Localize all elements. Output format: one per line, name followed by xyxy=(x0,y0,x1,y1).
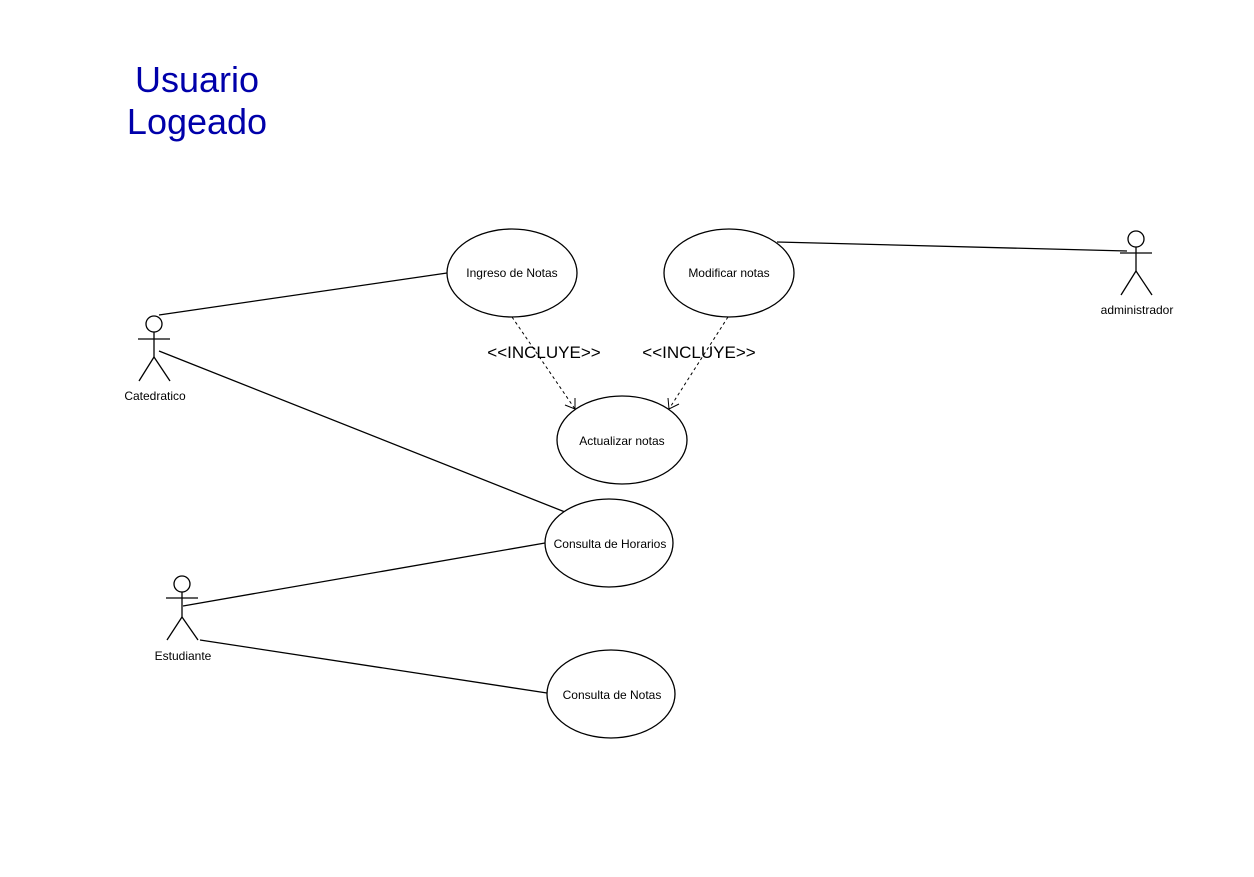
actor-catedratico[interactable]: Catedratico xyxy=(124,315,186,403)
actor-label-administrador: administrador xyxy=(1101,303,1174,317)
use-case-ingreso-notas[interactable]: Ingreso de Notas xyxy=(446,228,578,318)
include-dependency-ingreso-to-actualizar xyxy=(511,316,576,410)
use-case-ellipse xyxy=(446,228,578,318)
use-case-actualizar-notas[interactable]: Actualizar notas xyxy=(556,395,688,485)
stick-figure-icon xyxy=(1120,230,1153,296)
stick-figure-icon xyxy=(138,315,171,382)
association-administrador-modificar-notas xyxy=(776,241,1128,252)
association-estudiante-consulta-notas xyxy=(199,639,548,694)
use-case-label-consulta-notas: Consulta de Notas xyxy=(563,688,662,702)
include-label-right: <<INCLUYE>> xyxy=(642,343,755,362)
use-case-consulta-notas[interactable]: Consulta de Notas xyxy=(546,649,676,739)
association-catedratico-ingreso-notas xyxy=(158,272,448,316)
use-case-label-consulta-horarios: Consulta de Horarios xyxy=(554,537,667,551)
include-arrowhead-right xyxy=(667,397,680,410)
stick-figure-icon xyxy=(166,575,199,641)
actor-estudiante[interactable]: Estudiante xyxy=(155,575,212,663)
use-case-ellipse xyxy=(663,228,795,318)
association-estudiante-consulta-horarios xyxy=(182,542,546,607)
use-case-ellipse xyxy=(556,395,688,485)
use-case-label-modificar-notas: Modificar notas xyxy=(688,266,769,280)
use-case-modificar-notas[interactable]: Modificar notas xyxy=(663,228,795,318)
include-dependency-modificar-to-actualizar xyxy=(668,316,729,410)
use-case-ellipse xyxy=(546,649,676,739)
include-label-left: <<INCLUYE>> xyxy=(487,343,600,362)
use-case-consulta-horarios[interactable]: Consulta de Horarios xyxy=(544,498,674,588)
actor-label-catedratico: Catedratico xyxy=(124,389,186,403)
use-case-ellipse xyxy=(544,498,674,588)
association-catedratico-consulta-horarios xyxy=(158,350,566,513)
use-case-label-ingreso-notas: Ingreso de Notas xyxy=(466,266,557,280)
use-case-label-actualizar-notas: Actualizar notas xyxy=(579,434,664,448)
diagram-title-line-2: Logeado xyxy=(127,101,267,142)
actor-label-estudiante: Estudiante xyxy=(155,649,212,663)
diagram-title-line-1: Usuario xyxy=(135,59,259,100)
actor-administrador[interactable]: administrador xyxy=(1101,230,1174,317)
